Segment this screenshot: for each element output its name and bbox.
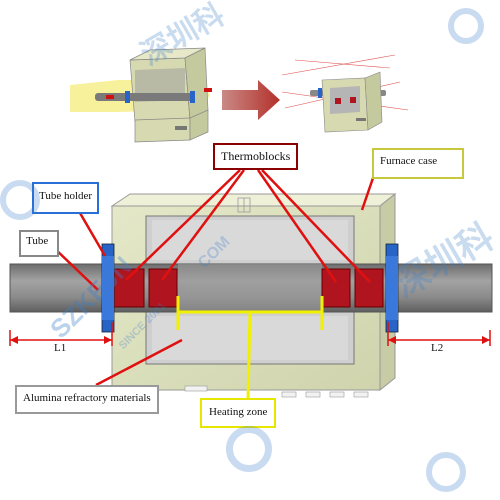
l2-label: L2	[431, 342, 444, 354]
tube-holder-label: Tube holder	[32, 182, 100, 214]
heating-zone-bracket	[176, 296, 324, 401]
small-furnace-illustration	[70, 47, 212, 143]
pointer-lines	[51, 169, 375, 387]
thermoblock-3	[321, 268, 351, 308]
transition-arrow-icon	[222, 80, 280, 120]
thermoblock-2	[148, 268, 178, 308]
thermoblock-4	[354, 268, 384, 308]
alumina-label: Alumina refractory materials	[15, 385, 159, 414]
furnace-case-label: Furnace case	[372, 148, 464, 179]
tube-label: Tube	[19, 230, 59, 257]
heating-zone-label: Heating zone	[200, 398, 277, 428]
thermoblocks-label: Thermoblocks	[213, 143, 299, 170]
thermoblock-1	[113, 268, 145, 308]
dimension-lines	[9, 322, 491, 346]
l1-label: L1	[54, 342, 67, 354]
tube-holders	[101, 243, 399, 333]
thermoblocks	[113, 268, 384, 308]
exploded-furnace-illustration	[281, 54, 409, 133]
